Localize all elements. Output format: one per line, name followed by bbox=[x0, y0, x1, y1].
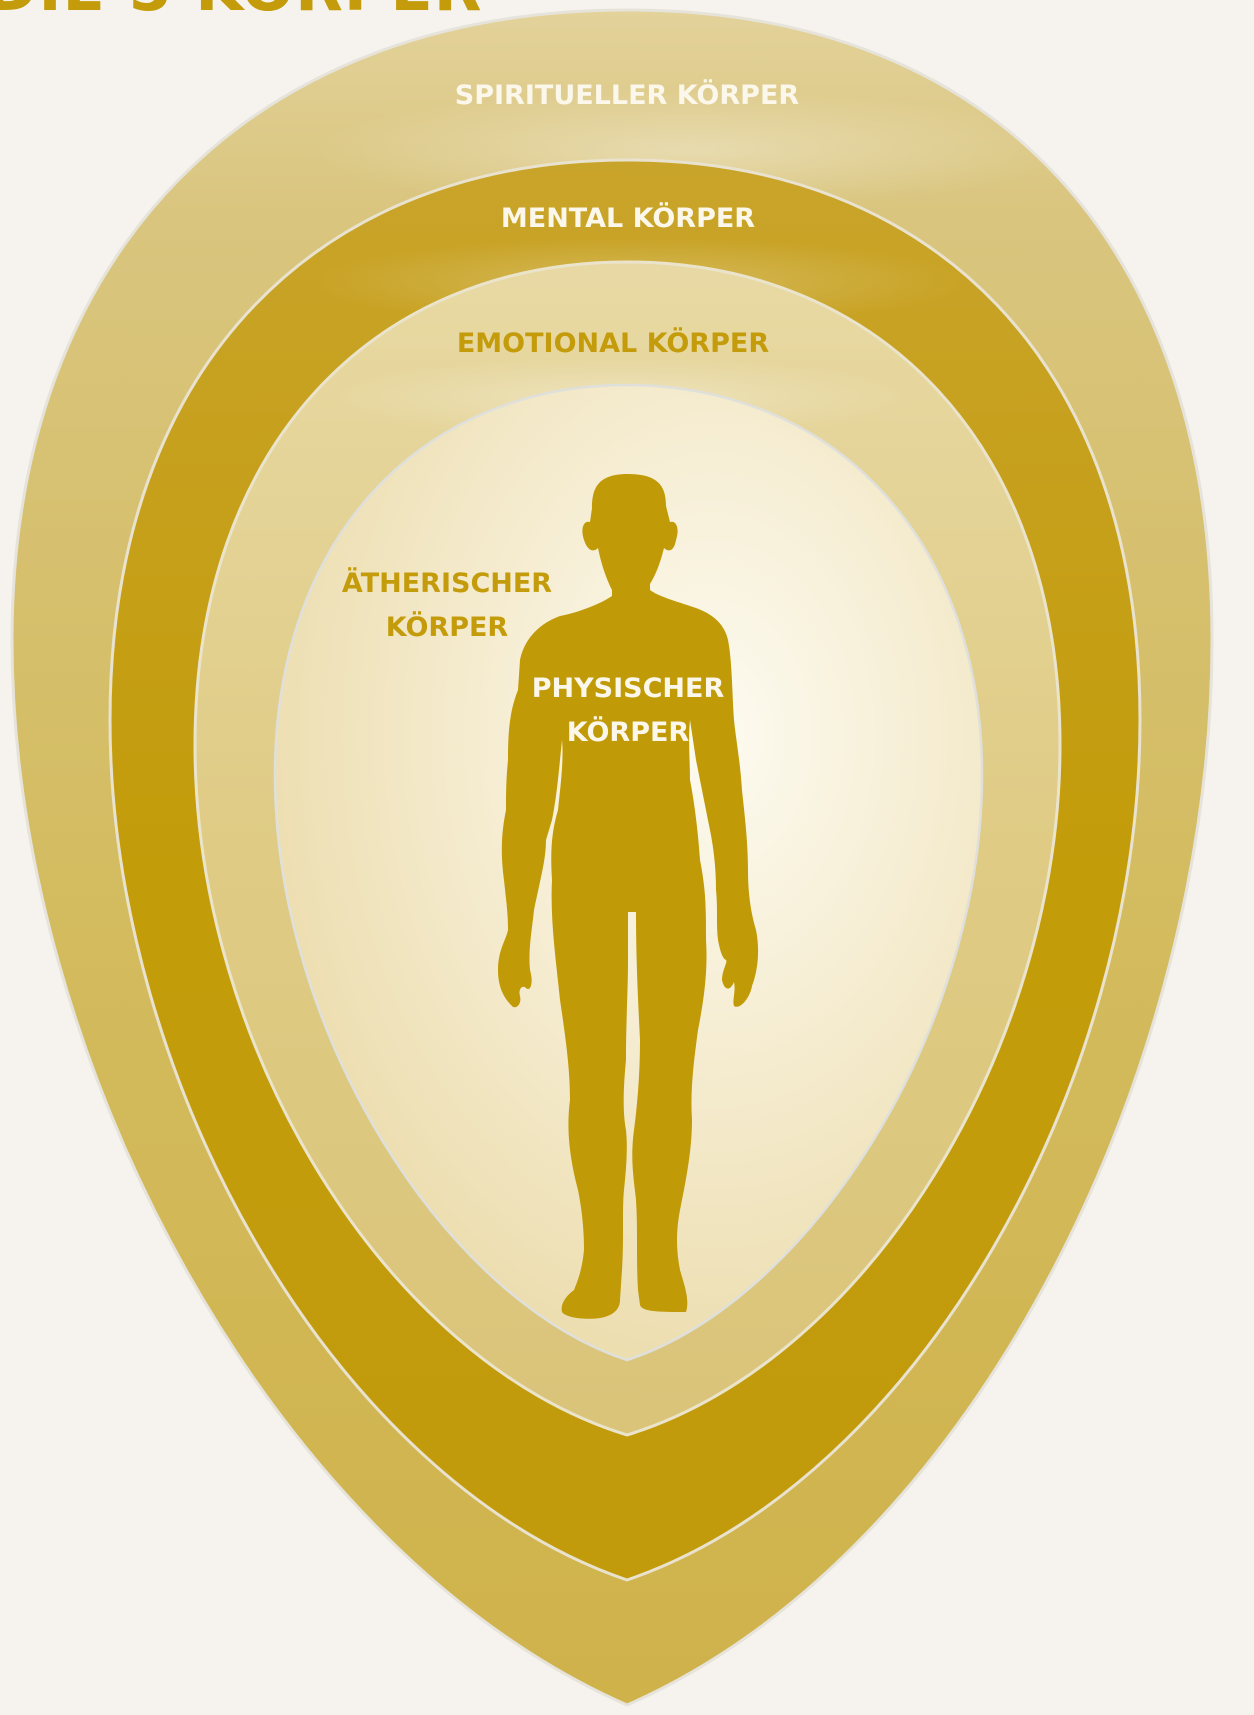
spiritual-body-label: SPIRITUELLER KÖRPER bbox=[455, 78, 800, 111]
physical-body-label-line1: PHYSISCHER bbox=[532, 673, 725, 704]
etheric-body-label-line1: ÄTHERISCHER bbox=[342, 567, 552, 599]
physical-body-label-line2: KÖRPER bbox=[567, 715, 690, 748]
etheric-body-label-line2: KÖRPER bbox=[386, 610, 509, 643]
emotional-body-label: EMOTIONAL KÖRPER bbox=[457, 326, 769, 359]
mental-body-label: MENTAL KÖRPER bbox=[501, 201, 755, 234]
